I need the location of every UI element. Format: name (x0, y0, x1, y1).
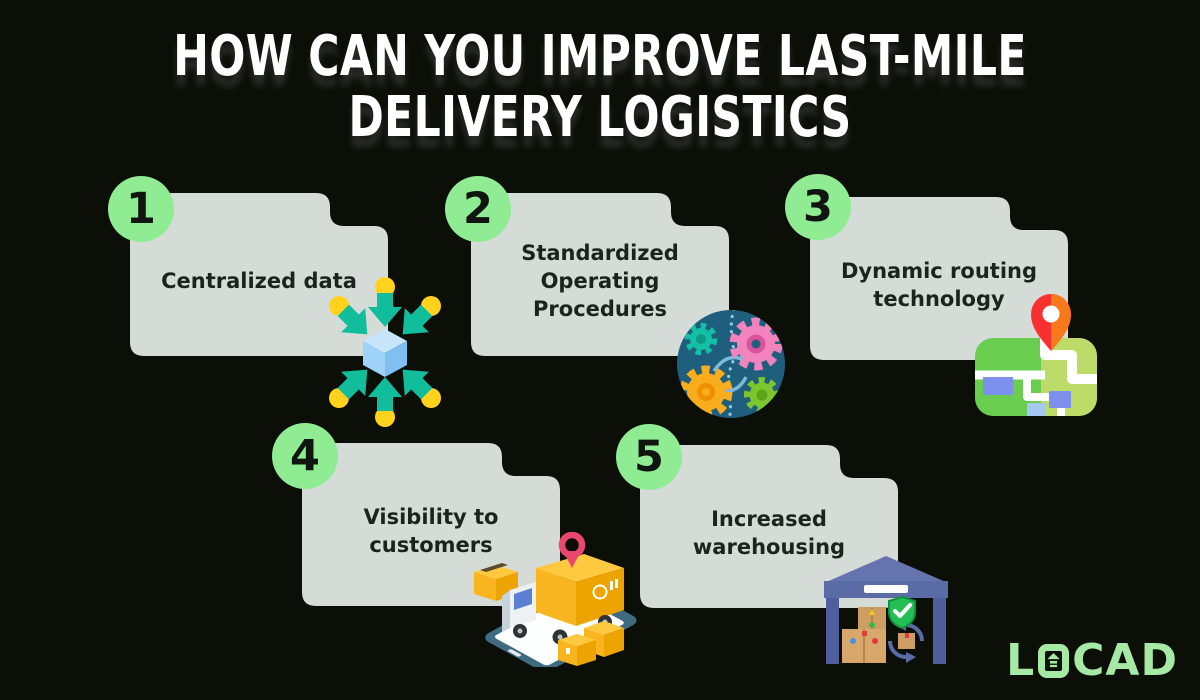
card-label-line: warehousing (692, 535, 846, 559)
logo-text-l: L (1006, 635, 1036, 686)
card-label-line: customers (369, 533, 493, 557)
card-label-line: Centralized data (161, 269, 357, 293)
centralized-data-icon (310, 277, 460, 427)
card-label-line: Increased (711, 507, 827, 531)
step-number-badge-5: 5 (616, 424, 682, 490)
step-number-badge-4: 4 (272, 423, 338, 489)
gears-icon (676, 309, 786, 419)
step-number-badge-2: 2 (445, 176, 511, 242)
logo-o-up-arrow-icon (1038, 643, 1070, 678)
card-label: Visibility to customers (310, 466, 552, 596)
card-label: Centralized data (138, 216, 380, 346)
card-label: Dynamic routing technology (818, 220, 1060, 350)
card-label-line: Standardized (521, 241, 679, 265)
card-label-line: Visibility to (363, 505, 499, 529)
map-pin-icon (975, 293, 1105, 418)
truck-on-phone-icon (472, 532, 642, 667)
folder-card-shape (130, 193, 388, 356)
card-label: Standardized Operating Procedures (479, 216, 721, 346)
folder-card-shape (640, 445, 898, 608)
folder-card-shape (810, 197, 1068, 360)
folder-card-shape (471, 193, 729, 356)
card-increased-warehousing: Increased warehousing (640, 445, 898, 608)
step-number-badge-3: 3 (785, 174, 851, 240)
card-label: Increased warehousing (648, 468, 890, 598)
locad-logo: L CAD (1006, 635, 1178, 686)
card-standardized-procedures: Standardized Operating Procedures (471, 193, 729, 356)
card-label-line: technology (873, 287, 1005, 311)
page-title-line-1: HOW CAN YOU IMPROVE LAST-MILE (173, 24, 1027, 89)
logo-text-cad: CAD (1072, 635, 1178, 686)
card-label-line: Operating Procedures (533, 269, 667, 321)
page-title-line-2: DELIVERY LOGISTICS (348, 85, 852, 150)
warehouse-icon (822, 551, 950, 669)
page-title: HOW CAN YOU IMPROVE LAST-MILE DELIVERY L… (144, 26, 1056, 148)
step-number-badge-1: 1 (108, 176, 174, 242)
card-centralized-data: Centralized data (130, 193, 388, 356)
card-dynamic-routing: Dynamic routing technology (810, 197, 1068, 360)
card-label-line: Dynamic routing (840, 259, 1038, 283)
